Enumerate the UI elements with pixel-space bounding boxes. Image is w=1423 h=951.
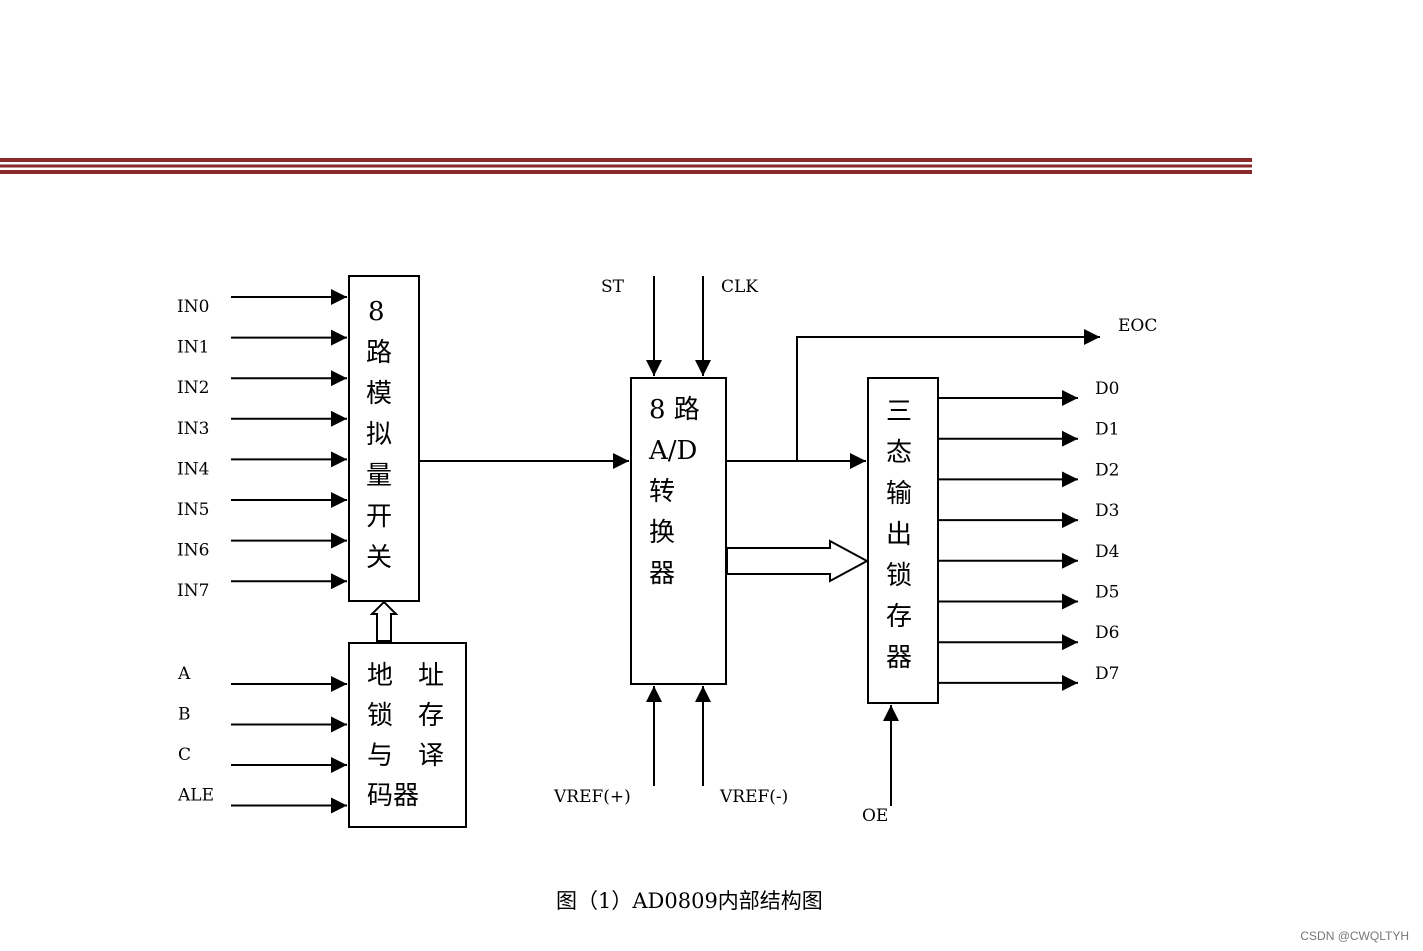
mux-block-char: 8 bbox=[368, 297, 385, 327]
mux-block-char: 模 bbox=[366, 379, 392, 409]
adc-block-char: A/D bbox=[648, 436, 697, 466]
eoc-label: EOC bbox=[1118, 316, 1157, 336]
analog-input-label: IN7 bbox=[177, 581, 209, 601]
address-latch-char: 地 bbox=[367, 661, 393, 691]
output-latch-char: 三 bbox=[886, 397, 912, 427]
address-latch-char: 址 bbox=[418, 661, 444, 691]
watermark: CSDN @CWQLTYH bbox=[1300, 929, 1409, 943]
address-latch-char: 译 bbox=[418, 741, 444, 771]
mux-block-char: 拟 bbox=[366, 420, 392, 450]
analog-input-label: IN0 bbox=[177, 297, 209, 317]
oe-label: OE bbox=[862, 806, 888, 826]
vref-plus-label: VREF(+) bbox=[553, 787, 631, 807]
address-input-label: B bbox=[178, 705, 191, 725]
address-input-label: ALE bbox=[177, 786, 214, 806]
adc-block-char: 8 路 bbox=[649, 395, 700, 425]
output-latch-char: 器 bbox=[886, 643, 912, 673]
vref-minus-label: VREF(-) bbox=[719, 787, 788, 807]
data-output-label: D4 bbox=[1095, 542, 1119, 562]
mux-block-char: 开 bbox=[366, 502, 392, 532]
address-latch-char: 码器 bbox=[367, 781, 419, 811]
address-input-label: C bbox=[178, 745, 191, 765]
output-latch-char: 存 bbox=[886, 602, 912, 632]
data-bus-arrow bbox=[726, 539, 870, 583]
data-output-label: D7 bbox=[1095, 664, 1119, 684]
data-output-label: D6 bbox=[1095, 623, 1119, 643]
eoc-wire bbox=[796, 329, 1100, 461]
analog-input-label: IN5 bbox=[177, 500, 209, 520]
adc-block-char: 换 bbox=[649, 518, 675, 548]
address-inputs: A BC ALE bbox=[177, 664, 347, 814]
address-latch-block bbox=[348, 642, 467, 828]
address-latch-char: 存 bbox=[418, 701, 444, 731]
mux-block-char: 量 bbox=[366, 461, 392, 491]
figure-caption: 图（1）AD0809内部结构图 bbox=[556, 889, 823, 913]
data-output-label: D5 bbox=[1095, 583, 1119, 603]
header-rule bbox=[0, 158, 1252, 174]
data-output-label: D1 bbox=[1095, 420, 1119, 440]
address-input-label: A bbox=[177, 664, 191, 684]
tristate-latch-block bbox=[867, 377, 939, 704]
st-label: ST bbox=[601, 277, 625, 297]
output-latch-char: 输 bbox=[886, 479, 912, 509]
analog-input-label: IN3 bbox=[177, 419, 209, 439]
mux-block-char: 路 bbox=[366, 338, 392, 368]
adc-block bbox=[630, 377, 727, 685]
data-output-label: D0 bbox=[1095, 379, 1119, 399]
analog-input-label: IN1 bbox=[177, 338, 209, 358]
analog-input-label: IN6 bbox=[177, 541, 209, 561]
address-latch-char: 与 bbox=[367, 741, 393, 771]
clk-label: CLK bbox=[721, 277, 758, 297]
mux-block-char: 关 bbox=[366, 543, 392, 573]
output-latch-char: 锁 bbox=[886, 561, 912, 591]
data-output-label: D3 bbox=[1095, 501, 1119, 521]
adc-block-text: 8 路 A/D 转换器 bbox=[648, 395, 700, 589]
analog-input-label: IN2 bbox=[177, 378, 209, 398]
output-latch-char: 出 bbox=[886, 520, 912, 550]
address-latch-char: 锁 bbox=[367, 701, 393, 731]
adc-block-char: 转 bbox=[649, 477, 675, 507]
analog-input-label: IN4 bbox=[177, 459, 209, 479]
data-output-label: D2 bbox=[1095, 460, 1119, 480]
output-latch-char: 态 bbox=[886, 438, 912, 468]
adc-block-char: 器 bbox=[649, 559, 675, 589]
address-bus-arrow bbox=[369, 600, 399, 642]
